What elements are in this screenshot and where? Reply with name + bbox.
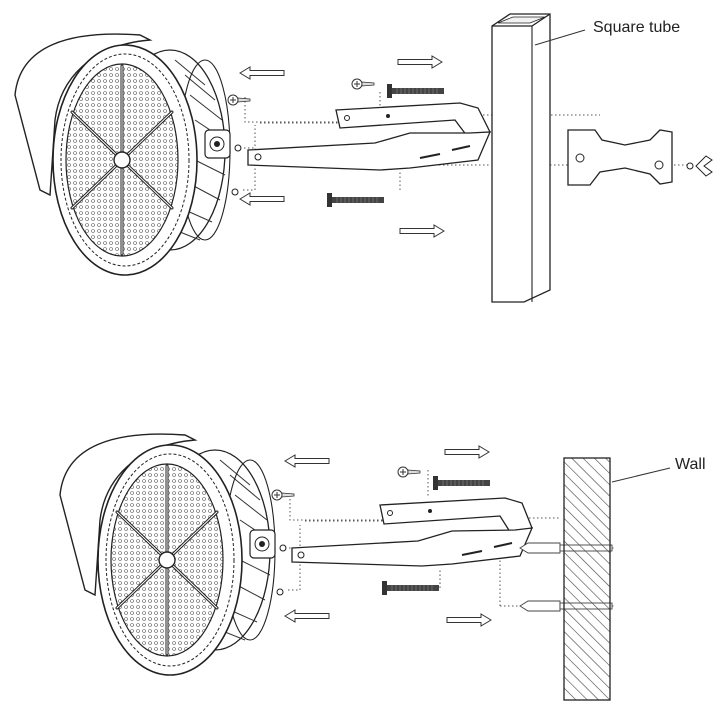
leader-line-square-tube — [534, 29, 586, 46]
arrow-left-icon — [284, 609, 330, 623]
floodlight-fixture-bottom — [58, 432, 288, 677]
arrow-right-icon — [444, 445, 490, 459]
screw-icon — [271, 489, 295, 501]
screw-icon — [227, 94, 251, 106]
bolt-icon — [381, 580, 440, 596]
bolt-icon — [432, 475, 491, 491]
leader-line-wall — [611, 467, 671, 483]
screw-icon — [351, 78, 375, 90]
bracket-arm — [291, 527, 534, 567]
wall — [563, 457, 611, 701]
screw-icon — [397, 466, 421, 478]
bracket-arm — [247, 131, 492, 171]
top-assembly — [13, 13, 713, 303]
bolt-icon — [326, 192, 385, 208]
bolt-icon — [386, 83, 445, 99]
square-tube — [491, 13, 551, 303]
arrow-right-icon — [397, 55, 443, 69]
wall-label: Wall — [675, 456, 706, 473]
u-clamp — [567, 129, 673, 186]
arrow-left-icon — [284, 454, 330, 468]
square-tube-label: Square tube — [593, 19, 681, 36]
bottom-assembly — [58, 432, 671, 701]
arrow-left-icon — [239, 192, 285, 206]
arrow-right-icon — [399, 224, 445, 238]
arrow-right-icon — [446, 613, 492, 627]
arrow-left-icon — [239, 66, 285, 80]
wing-nut-icon — [686, 155, 713, 177]
floodlight-fixture-top — [13, 32, 243, 277]
